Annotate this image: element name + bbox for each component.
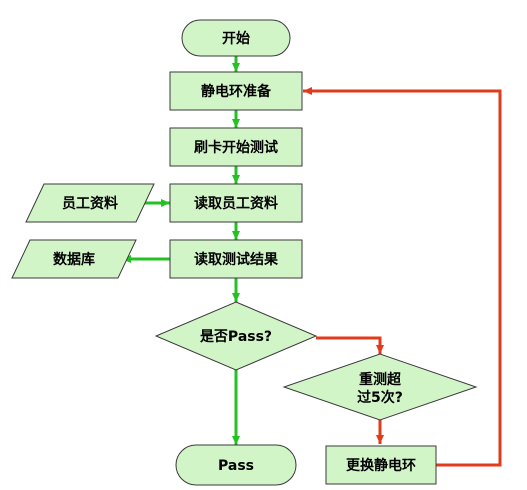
- esd-prep-node: 静电环准备: [169, 71, 303, 111]
- replace-esd-node: 更换静电环: [325, 445, 437, 485]
- employee-data-node: 员工资料: [25, 183, 155, 223]
- read-employee-label: 读取员工资料: [194, 195, 278, 212]
- start-label: 开始: [222, 30, 250, 47]
- swipe-card-node: 刷卡开始测试: [169, 127, 303, 167]
- retest-label-line1: 重测超: [359, 371, 402, 388]
- retest-decision: 重测超 过5次?: [282, 353, 478, 421]
- arrow-decision-to-retest: [316, 336, 384, 354]
- retest-label-line2: 过5次?: [357, 389, 403, 406]
- swipe-card-label: 刷卡开始测试: [194, 139, 278, 156]
- feedback-arrows: [303, 87, 502, 467]
- read-results-label: 读取测试结果: [194, 251, 279, 268]
- employee-data-label: 员工资料: [62, 195, 118, 212]
- arrow-replace-to-prep: [303, 87, 502, 467]
- is-pass-decision: 是否Pass?: [154, 301, 318, 371]
- esd-prep-label: 静电环准备: [201, 83, 272, 100]
- replace-esd-label: 更换静电环: [346, 457, 416, 474]
- database-label: 数据库: [53, 251, 95, 268]
- read-results-node: 读取测试结果: [169, 239, 303, 279]
- database-node: 数据库: [11, 239, 137, 279]
- start-node: 开始: [181, 19, 291, 57]
- is-pass-label: 是否Pass?: [200, 329, 272, 345]
- pass-node: Pass: [175, 444, 297, 486]
- pass-label: Pass: [218, 458, 254, 474]
- read-employee-node: 读取员工资料: [169, 183, 303, 223]
